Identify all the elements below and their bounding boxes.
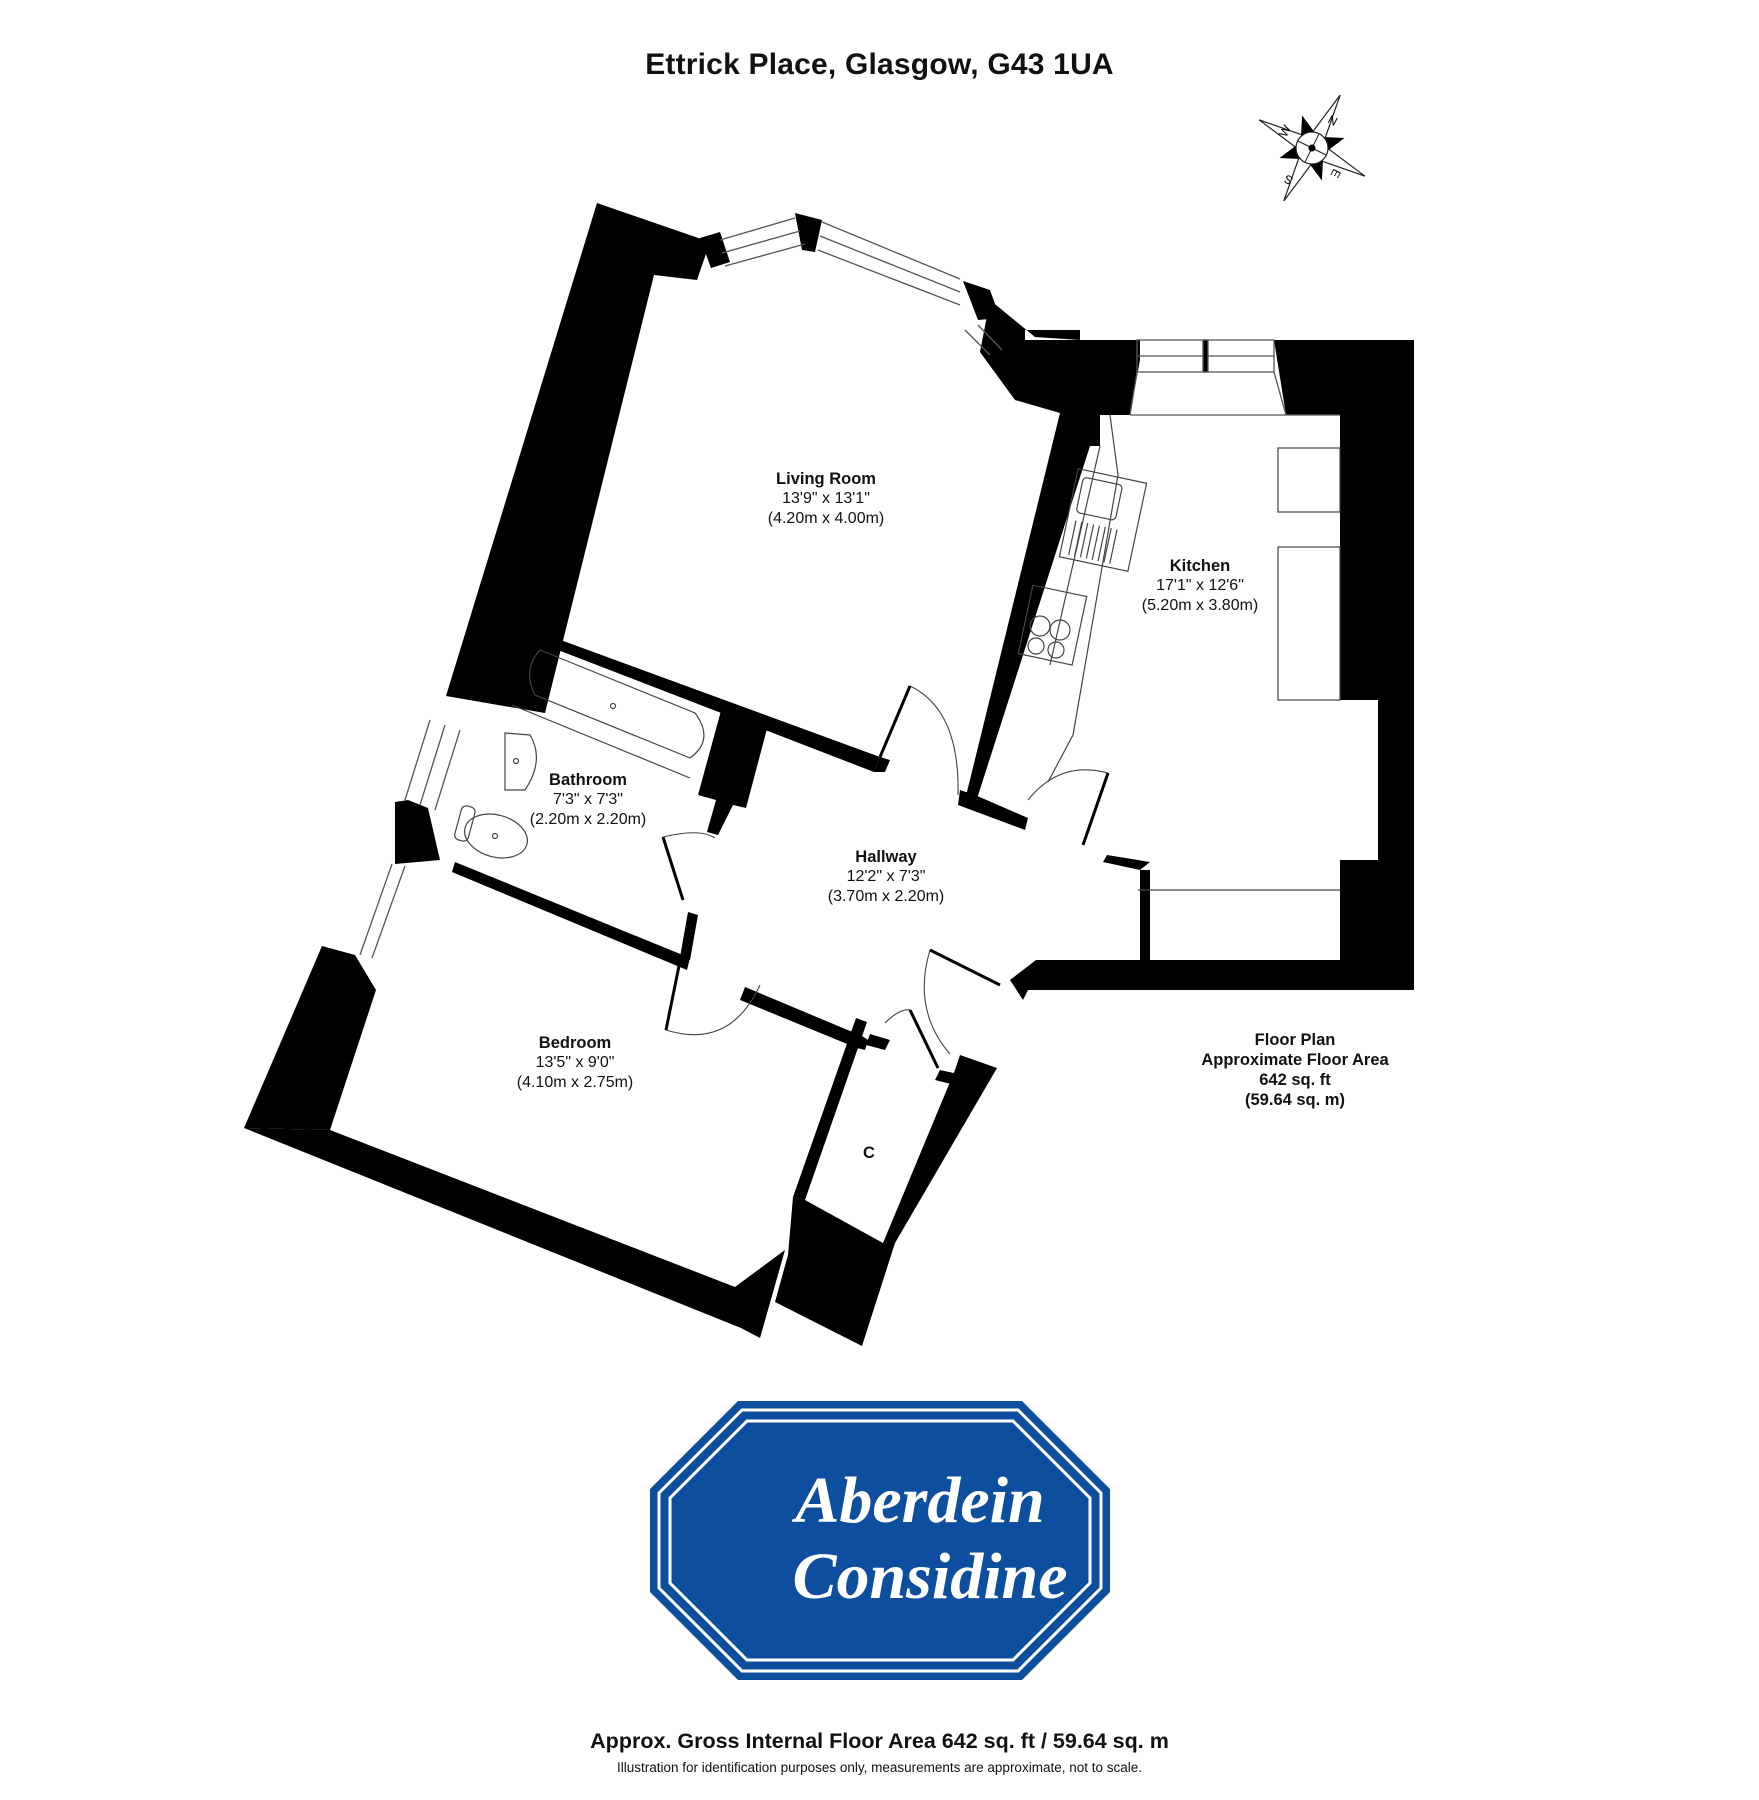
room-dimensions-metric: (3.70m x 2.20m)	[827, 888, 945, 905]
room-dimensions-imperial: 17'1" x 12'6"	[1156, 577, 1244, 594]
room-name: Living Room	[776, 470, 876, 488]
logo-line-2: Considine	[792, 1540, 1068, 1613]
area-subheading: Approximate Floor Area	[1201, 1051, 1389, 1069]
area-sqft: 642 sq. ft	[1259, 1071, 1331, 1089]
room-name: Bedroom	[538, 1034, 612, 1052]
agency-logo: Aberdein Considine	[650, 1401, 1110, 1680]
room-dimensions-imperial: 13'5" x 9'0"	[535, 1054, 615, 1071]
bathroom-fixtures	[454, 649, 705, 859]
room-dimensions-metric: (2.20m x 2.20m)	[529, 811, 647, 828]
room-dimensions-imperial: 7'3" x 7'3"	[553, 791, 623, 808]
logo-line-1: Aberdein	[795, 1464, 1045, 1537]
room-living-room: Living Room 13'9" x 13'1" (4.20m x 4.00m…	[768, 469, 884, 529]
area-summary: Floor Plan Approximate Floor Area 642 sq…	[1201, 1030, 1388, 1110]
svg-text:E: E	[1328, 167, 1344, 181]
room-name: C	[863, 1144, 875, 1162]
footer-disclaimer: Illustration for identification purposes…	[616, 1760, 1143, 1775]
room-name: Kitchen	[1169, 557, 1231, 575]
room-name: Hallway	[855, 848, 917, 866]
room-dimensions-metric: (5.20m x 3.80m)	[1141, 597, 1259, 614]
kitchen-fixtures	[1017, 414, 1341, 891]
doors	[661, 685, 1110, 1069]
walls	[244, 203, 1414, 1346]
area-sqm: (59.64 sq. m)	[1245, 1091, 1345, 1109]
windows	[359, 217, 1340, 959]
room-hallway: Hallway 12'2" x 7'3" (3.70m x 2.20m)	[828, 847, 944, 907]
room-bathroom: Bathroom 7'3" x 7'3" (2.20m x 2.20m)	[530, 770, 646, 830]
area-heading: Floor Plan	[1254, 1031, 1336, 1049]
room-dimensions-imperial: 13'9" x 13'1"	[782, 490, 870, 507]
room-cupboard: C	[863, 1143, 875, 1163]
room-kitchen: Kitchen 17'1" x 12'6" (5.20m x 3.80m)	[1142, 556, 1258, 616]
logo-octagon-icon	[650, 1401, 1110, 1680]
footer-floor-area: Approx. Gross Internal Floor Area 642 sq…	[590, 1729, 1169, 1753]
page-title: Ettrick Place, Glasgow, G43 1UA	[645, 48, 1114, 81]
room-name: Bathroom	[549, 771, 627, 789]
room-dimensions-metric: (4.10m x 2.75m)	[516, 1074, 634, 1091]
compass-rose-icon: N E S W	[1258, 94, 1366, 202]
room-bedroom: Bedroom 13'5" x 9'0" (4.10m x 2.75m)	[517, 1033, 633, 1093]
room-dimensions-imperial: 12'2" x 7'3"	[846, 868, 926, 885]
room-dimensions-metric: (4.20m x 4.00m)	[767, 510, 885, 527]
